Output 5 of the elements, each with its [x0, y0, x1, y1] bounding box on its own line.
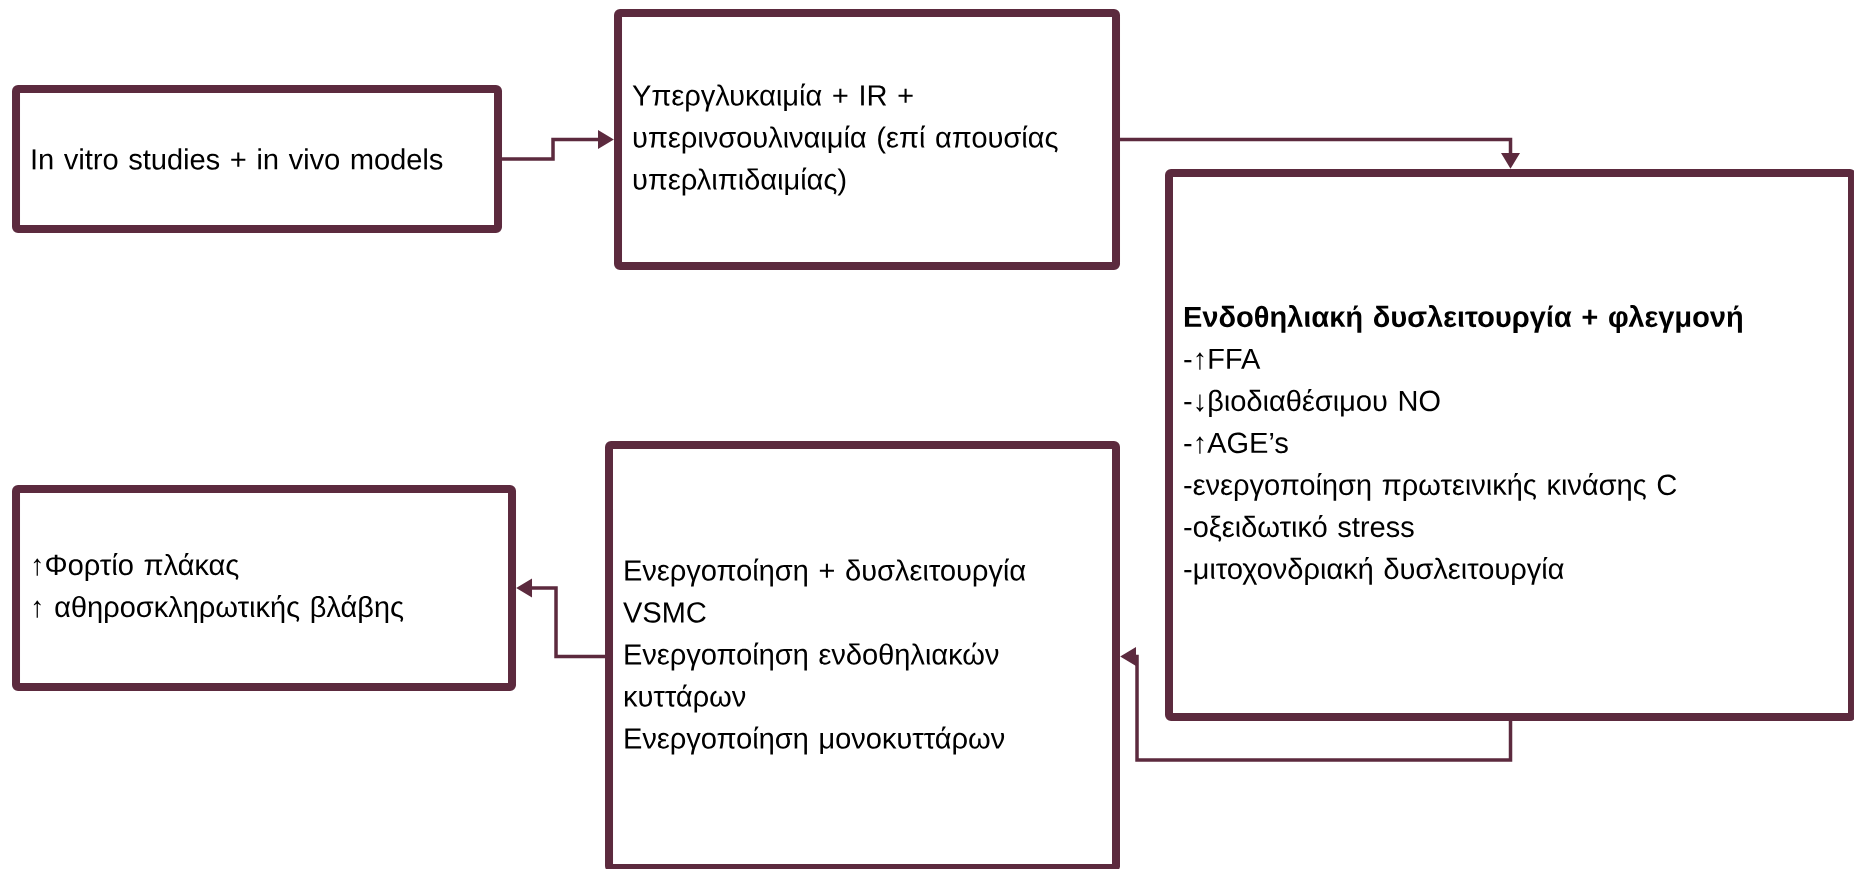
text-box: Ενεργοποίηση + δυσλειτουργία VSMC Ενεργοποίηση ενδοθηλιακών κυττάρων Ενεργοποίηση μονοκυττάρων: [605, 441, 1120, 869]
text-box: Υπεργλυκαιμία + IR + υπερινσουλιναιμία (επί απουσίας υπερλιπιδαιμίας): [614, 9, 1120, 270]
text-box: In vitro studies + in vivo models: [12, 85, 502, 233]
text-box: Ενδοθηλιακή δυσλειτουργία + φλεγμονή -↑FFA -↓βιοδιαθέσιμου NO -↑AGE’s -ενεργοποίηση πρωτεινικής κινάσης C -οξειδωτικό stress -μιτοχονδριακή δυσλειτουργία: [1165, 169, 1854, 721]
text-box: ↑Φορτίο πλάκας ↑ αθηροσκληρωτικής βλάβης: [12, 485, 516, 691]
